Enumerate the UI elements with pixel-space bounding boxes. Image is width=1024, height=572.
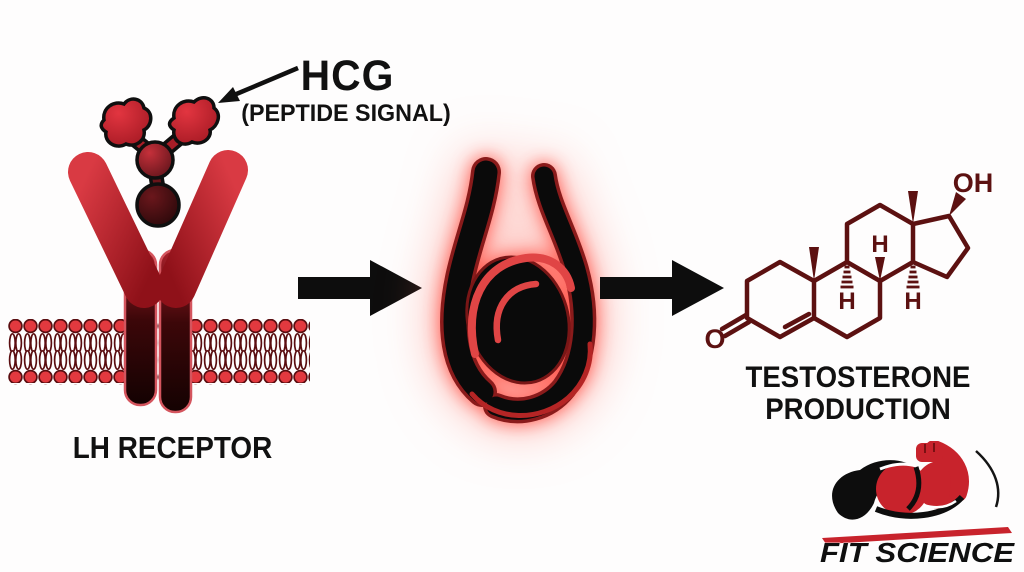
testicle-icon: [440, 157, 597, 424]
hcg-subtitle: (PEPTIDE SIGNAL): [241, 100, 451, 127]
hcg-title: HCG: [300, 52, 395, 100]
logo-wordmark: FIT SCIENCE: [820, 537, 1015, 568]
swoosh-line: [975, 450, 1000, 508]
hydrogen-label-c14: H: [904, 288, 921, 315]
logo-stripe: [822, 527, 1012, 544]
testosterone-production-label: TESTOSTERONE PRODUCTION: [725, 362, 992, 426]
testosterone-label-line1: TESTOSTERONE: [745, 361, 971, 394]
ketone-oxygen-label: O: [704, 324, 725, 354]
flow-arrow-1-icon: [298, 260, 422, 316]
lh-receptor-icon: [68, 150, 248, 414]
muscle-arm-icon: [832, 441, 969, 520]
hcg-annotation-arrow-icon: [218, 65, 299, 103]
testosterone-molecule-icon: O OH H H H: [704, 168, 994, 354]
hydrogen-label-c8: H: [871, 231, 888, 258]
hydroxyl-label: OH: [953, 168, 994, 198]
testosterone-label-line2: PRODUCTION: [765, 393, 951, 426]
lh-receptor-label: LH RECEPTOR: [72, 430, 273, 465]
flow-arrow-2-icon: [600, 260, 724, 316]
fit-science-logo: FIT SCIENCE: [820, 441, 1016, 568]
hcg-ligand-icon: [99, 96, 221, 228]
hydrogen-label-c9: H: [838, 288, 855, 315]
